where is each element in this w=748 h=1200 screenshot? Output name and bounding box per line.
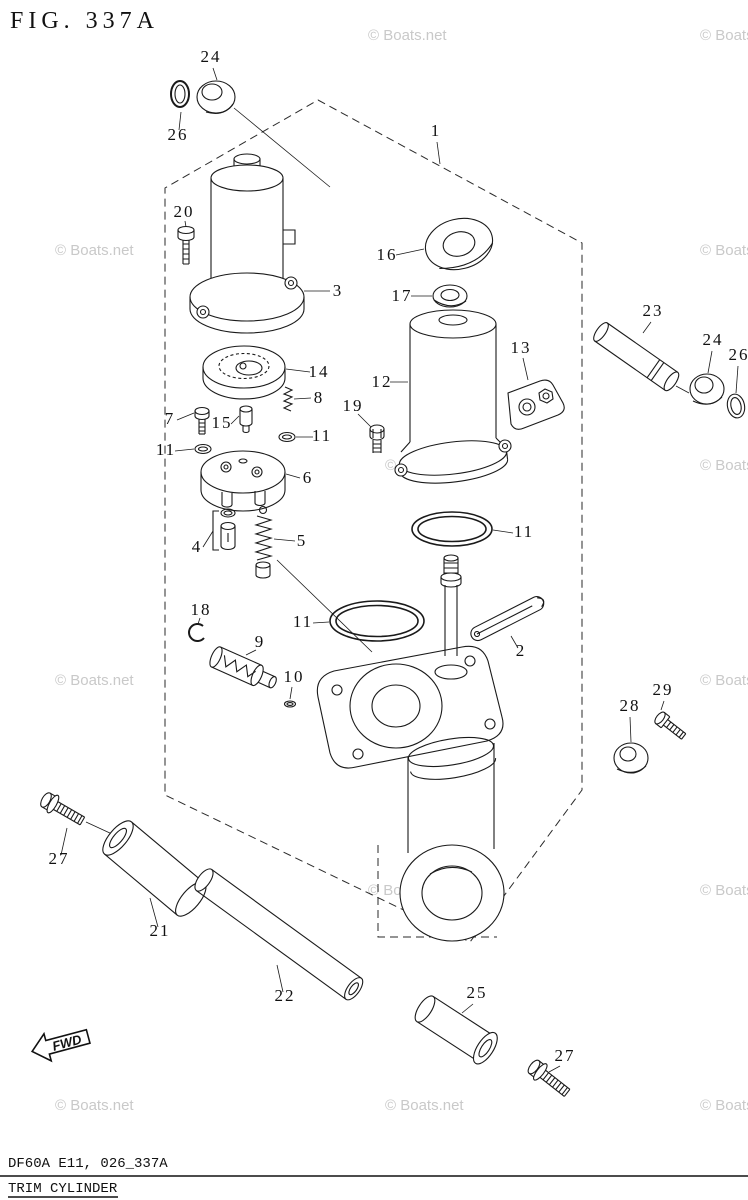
part-24-bushing-right — [689, 373, 725, 405]
part-6-pump-body — [200, 450, 286, 512]
footer: DF60A E11, 026_337A TRIM CYLINDER — [0, 1156, 748, 1198]
part-12-pump-cylinder — [394, 309, 512, 484]
part-22-tube — [194, 868, 364, 1001]
trim-cylinder-assembly — [316, 554, 505, 942]
part-10-oring — [283, 700, 297, 708]
watermark: © Boats.net — [700, 27, 748, 44]
callout-27-left: 27 — [49, 849, 70, 868]
callout-16: 16 — [377, 245, 398, 264]
part-23-tube — [593, 322, 680, 392]
callout-26-right: 26 — [729, 345, 748, 364]
callout-1: 1 — [431, 121, 442, 140]
callout-11-a: 11 — [156, 440, 176, 459]
part-11-oring-large-a — [411, 511, 493, 547]
figure-title: FIG. 337A — [10, 8, 159, 34]
callout-29: 29 — [653, 680, 674, 699]
sheet-title: TRIM CYLINDER — [8, 1181, 118, 1197]
callout-7: 7 — [165, 409, 176, 428]
callout-23: 23 — [643, 301, 664, 320]
callout-19: 19 — [343, 396, 364, 415]
part-29-bolt — [654, 711, 687, 740]
part-20-bolt — [177, 225, 195, 265]
assembly-boundary — [164, 99, 583, 943]
callout-22: 22 — [275, 986, 296, 1005]
watermark: © Boats.net — [700, 1097, 748, 1114]
callout-24-right: 24 — [703, 330, 724, 349]
part-26-ring-top — [170, 80, 190, 108]
callout-12: 12 — [372, 372, 393, 391]
part-11-oring-b — [278, 431, 296, 443]
watermark: © Boats.net — [700, 242, 748, 259]
callout-28: 28 — [620, 696, 641, 715]
part-11-oring-large-b — [329, 600, 425, 642]
callout-14: 14 — [309, 362, 330, 381]
callout-25: 25 — [467, 983, 488, 1002]
watermark: © Boats.net — [385, 1097, 464, 1114]
callout-24-top: 24 — [201, 47, 222, 66]
rod-boss — [434, 664, 468, 680]
callout-21: 21 — [150, 921, 171, 940]
callout-9: 9 — [255, 632, 266, 651]
fwd-label: FWD — [51, 1031, 84, 1053]
part-14-gear-set — [202, 345, 286, 400]
callout-6: 6 — [303, 468, 314, 487]
part-26-ring-right — [726, 393, 746, 419]
callout-11-c: 11 — [514, 522, 534, 541]
watermark: © Boats.net — [55, 242, 134, 259]
callout-11-d: 11 — [293, 612, 313, 631]
part-16-bushing — [424, 217, 494, 271]
part-7-screw — [194, 406, 210, 435]
callout-18: 18 — [191, 600, 212, 619]
callout-26-top: 26 — [168, 125, 189, 144]
fwd-arrow-shape — [30, 1028, 91, 1063]
part-11-oring-a — [194, 443, 212, 455]
callout-5: 5 — [297, 531, 308, 550]
watermark: © Boats.net — [700, 672, 748, 689]
part-27-bolt-left — [40, 792, 86, 826]
part-3-motor — [189, 153, 305, 334]
cylinder-head-plate — [316, 645, 504, 769]
part-28-bushing — [613, 742, 649, 774]
callout-15: 15 — [212, 413, 233, 432]
watermark: © Boats.net — [368, 27, 447, 44]
part-27-bolt-right — [527, 1059, 571, 1097]
part-9-valve-cartridge — [209, 646, 277, 689]
part-8-spring — [282, 386, 294, 412]
watermark: © Boats.net — [55, 1097, 134, 1114]
part-callouts: 24 26 1 20 3 16 17 14 8 12 13 19 7 15 11… — [49, 47, 748, 1065]
callout-27-right: 27 — [555, 1046, 576, 1065]
fwd-arrow: FWD — [30, 1028, 91, 1063]
part-19-fitting — [369, 424, 385, 453]
callout-10: 10 — [284, 667, 305, 686]
callout-20: 20 — [174, 202, 195, 221]
part-21-bushing-tube — [102, 820, 207, 917]
part-18-snap-ring — [188, 623, 205, 642]
part-13-valve-block — [507, 379, 565, 430]
part-24-bushing-top — [196, 80, 236, 114]
callout-2: 2 — [516, 641, 527, 660]
part-25-bushing-tube — [414, 995, 498, 1065]
piston-rod — [440, 554, 462, 656]
part-2-clip — [470, 596, 545, 642]
callout-11-b: 11 — [312, 426, 332, 445]
leader-lines — [60, 67, 739, 1073]
callout-13: 13 — [511, 338, 532, 357]
part-4-valve — [212, 508, 236, 551]
cylinder-body — [399, 736, 505, 942]
part-5-spring-valve — [254, 505, 274, 579]
callout-3: 3 — [333, 281, 344, 300]
watermark: © Boats.net — [700, 457, 748, 474]
watermark: © Boats.net — [55, 672, 134, 689]
callout-8: 8 — [314, 388, 325, 407]
part-15-valve-pin — [239, 405, 253, 434]
callout-17: 17 — [392, 286, 413, 305]
watermarks: © Boats.net © Boats.net © Boats.net © Bo… — [55, 27, 748, 1114]
part-17-ring — [432, 284, 468, 308]
callout-4: 4 — [192, 537, 203, 556]
sheet-code: DF60A E11, 026_337A — [8, 1156, 168, 1172]
watermark: © Boats.net — [700, 882, 748, 899]
